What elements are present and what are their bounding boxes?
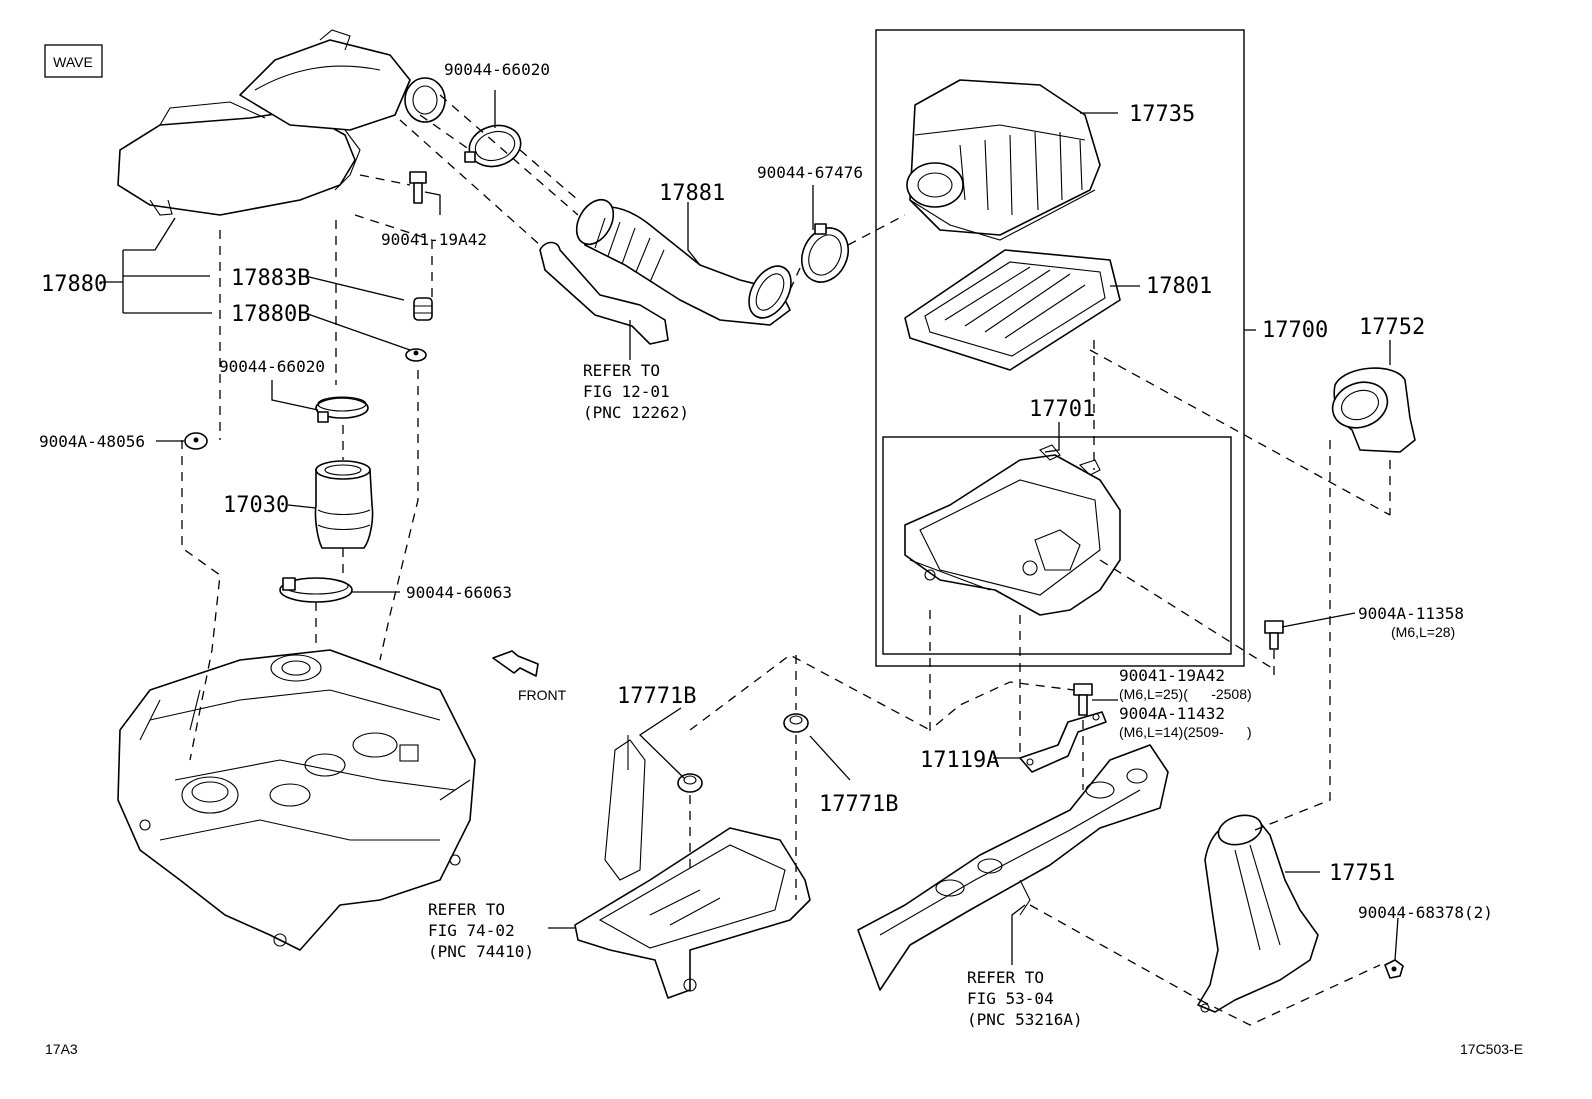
- label-17751: 17751: [1329, 861, 1395, 886]
- label-90041-19A42-top: 90041-19A42: [381, 230, 487, 249]
- label-ref-7402-line3: (PNC 74410): [428, 942, 534, 961]
- label-90044-66020-top: 90044-66020: [444, 60, 550, 79]
- grommet-17771B-a: [677, 773, 703, 793]
- front-label: FRONT: [518, 687, 567, 703]
- air-filter-element-17801: [904, 249, 1121, 371]
- label-9004A-11432: 9004A-11432: [1119, 704, 1225, 723]
- label-ref-5304-line2: FIG 53-04: [967, 989, 1054, 1008]
- footer-left-code: 17A3: [45, 1041, 78, 1057]
- label-17880: 17880: [41, 272, 107, 297]
- footer-right-code: 17C503-E: [1460, 1041, 1523, 1057]
- label-90041-19A42-right: 90041-19A42: [1119, 666, 1225, 685]
- label-17771B-a: 17771B: [617, 684, 696, 709]
- labels: 17880 17883B 17880B 90044-66020 90041-19…: [39, 60, 1523, 1057]
- cleaner-cap-17735: [906, 79, 1101, 241]
- label-17752: 17752: [1359, 315, 1425, 340]
- bolt-9004A-11358: [1264, 620, 1284, 650]
- label-90044-66020-mid: 90044-66020: [219, 357, 325, 376]
- label-ref-1201-line1: REFER TO: [583, 361, 660, 380]
- label-ref-5304-line3: (PNC 53216A): [967, 1010, 1083, 1029]
- hose-17030: [314, 460, 374, 549]
- label-9004A-11358-spec: (M6,L=28): [1391, 624, 1455, 640]
- label-17880B: 17880B: [231, 302, 310, 327]
- air-cleaner-case-box-17701: [882, 436, 1232, 655]
- collar-17880B: [405, 348, 427, 362]
- cleaner-case-17701: [904, 444, 1121, 616]
- label-9004A-11432-spec: (M6,L=14)(2509- ): [1119, 724, 1252, 740]
- bolt-90041-19A42-top: [409, 171, 427, 204]
- label-17701: 17701: [1029, 397, 1095, 422]
- radiator-support-53216A: [857, 744, 1169, 991]
- grommet-17771B-b: [783, 713, 809, 733]
- air-duct-17881: [575, 198, 792, 326]
- front-arrow-icon: [492, 650, 539, 677]
- grommet-17883B: [413, 297, 433, 321]
- engine-block: [117, 649, 476, 951]
- clamp-90044-66020-mid: [315, 396, 369, 423]
- intake-chamber-17880: [117, 29, 446, 216]
- label-17883B: 17883B: [231, 266, 310, 291]
- label-17700: 17700: [1262, 318, 1328, 343]
- label-ref-7402-line2: FIG 74-02: [428, 921, 515, 940]
- clamp-90044-67476: [801, 223, 849, 283]
- clamp-90044-66020-top: [464, 124, 522, 168]
- label-17771B-b: 17771B: [819, 792, 898, 817]
- label-ref-1201-line2: FIG 12-01: [583, 382, 670, 401]
- label-90041-19A42-right-spec: (M6,L=25)( -2508): [1119, 686, 1252, 702]
- duct-17752: [1331, 367, 1416, 453]
- bolt-90041-19A42-right: [1073, 683, 1093, 716]
- label-17801: 17801: [1146, 274, 1212, 299]
- air-cleaner-assembly-box-17700: [875, 29, 1245, 667]
- label-17119A: 17119A: [920, 748, 999, 773]
- bracket-17119A: [1019, 711, 1107, 773]
- label-90044-68378: 90044-68378(2): [1358, 903, 1493, 922]
- dashed-lines: [181, 94, 1391, 1026]
- label-9004A-11358: 9004A-11358: [1358, 604, 1464, 623]
- label-9004A-48056: 9004A-48056: [39, 432, 145, 451]
- label-90044-67476: 90044-67476: [757, 163, 863, 182]
- label-17735: 17735: [1129, 102, 1195, 127]
- label-90044-66063: 90044-66063: [406, 583, 512, 602]
- label-ref-7402-line1: REFER TO: [428, 900, 505, 919]
- grommet-9004A-48056: [184, 432, 208, 450]
- wave-tag-text: WAVE: [53, 54, 93, 70]
- clamp-90044-66063: [279, 577, 353, 603]
- wave-tag: WAVE: [44, 44, 103, 78]
- side-hose-12262: [539, 241, 669, 345]
- leader-lines: [100, 90, 1399, 965]
- duct-17751: [1197, 814, 1319, 1013]
- label-ref-1201-line3: (PNC 12262): [583, 403, 689, 422]
- label-17030: 17030: [223, 493, 289, 518]
- label-ref-5304-line1: REFER TO: [967, 968, 1044, 987]
- battery-tray-74410: [574, 735, 811, 999]
- screw-90044-68378: [1384, 959, 1404, 979]
- label-17881: 17881: [659, 181, 725, 206]
